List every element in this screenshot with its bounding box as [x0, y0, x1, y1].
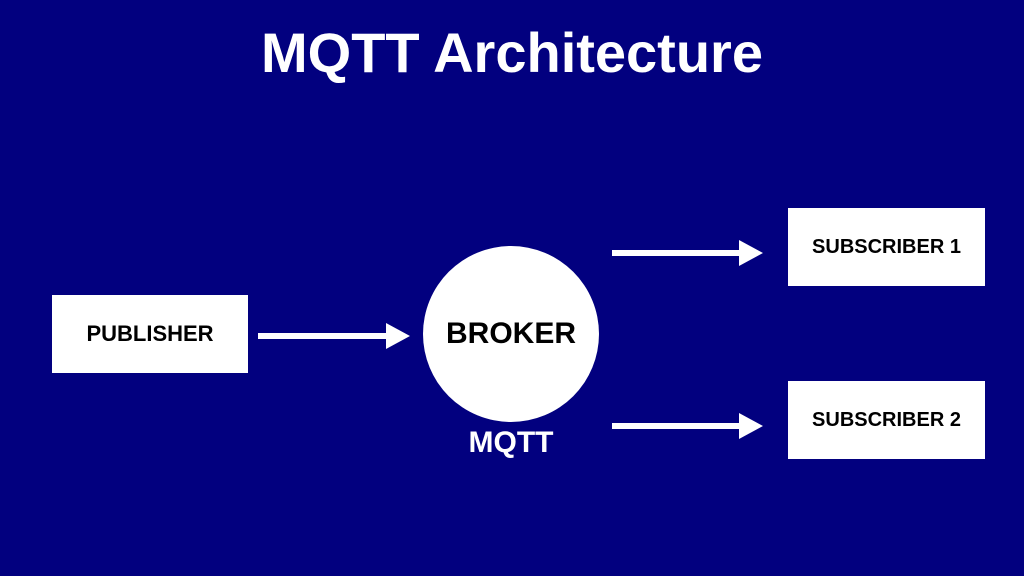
subscriber-2-label: SUBSCRIBER 2 — [812, 408, 961, 431]
publisher-node: PUBLISHER — [52, 295, 248, 373]
subscriber-1-label: SUBSCRIBER 1 — [812, 235, 961, 258]
arrow-broker-to-subscriber-1 — [612, 240, 763, 266]
publisher-label: PUBLISHER — [86, 321, 214, 346]
arrow-publisher-to-broker — [258, 323, 410, 349]
broker-label: BROKER — [445, 317, 576, 350]
subscriber-2-node: SUBSCRIBER 2 — [788, 381, 985, 459]
diagram-title: MQTT Architecture — [261, 21, 763, 84]
broker-node: BROKER — [423, 246, 599, 422]
broker-caption: MQTT — [468, 426, 554, 459]
arrow-broker-to-subscriber-2 — [612, 413, 763, 439]
subscriber-1-node: SUBSCRIBER 1 — [788, 208, 985, 286]
